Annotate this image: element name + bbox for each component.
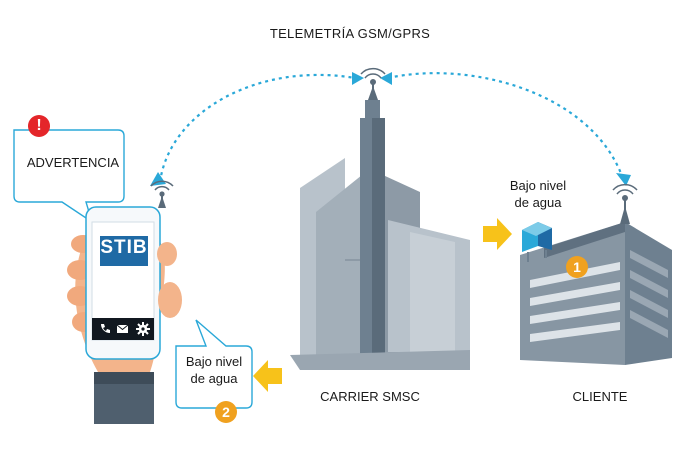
step-badge-2: 2 [215,401,237,423]
carrier-building [290,100,470,370]
client-label: CLIENTE [572,389,628,404]
phone-status-text: Bajo nivel de agua [178,353,250,387]
arrow-head-right [616,173,631,186]
arrow-left-icon [253,360,282,392]
phone-antenna-icon [150,180,174,208]
page-title: TELEMETRÍA GSM/GPRS [269,26,431,41]
client-building [520,183,672,365]
arrow-head-center-left [352,72,364,85]
carrier-label: CARRIER SMSC [320,389,420,404]
phone-status-line-2: de agua [190,371,238,386]
phone-icon[interactable] [101,324,110,333]
phone-status-line-1: Bajo nivel [185,354,243,369]
arrow-head-center-right [380,72,392,85]
link-phone-to-tower [158,73,356,183]
mail-icon[interactable] [116,324,129,333]
antenna-icon [360,67,386,100]
alert-badge-icon: ! [28,115,50,137]
client-status-line-1: Bajo nivel [509,178,567,193]
gear-icon[interactable] [136,322,150,336]
client-status-line-2: de agua [514,195,562,210]
link-tower-to-client [387,72,624,177]
step-badge-1: 1 [566,256,588,278]
client-status-text: Bajo nivel de agua [498,177,578,211]
arrow-right-icon [483,218,512,250]
warning-bubble [13,129,125,224]
app-logo[interactable]: STIB [100,236,148,266]
phone-status-bubble [175,319,253,409]
warning-label: ADVERTENCIA [26,155,120,170]
arrow-head-left [150,172,166,186]
